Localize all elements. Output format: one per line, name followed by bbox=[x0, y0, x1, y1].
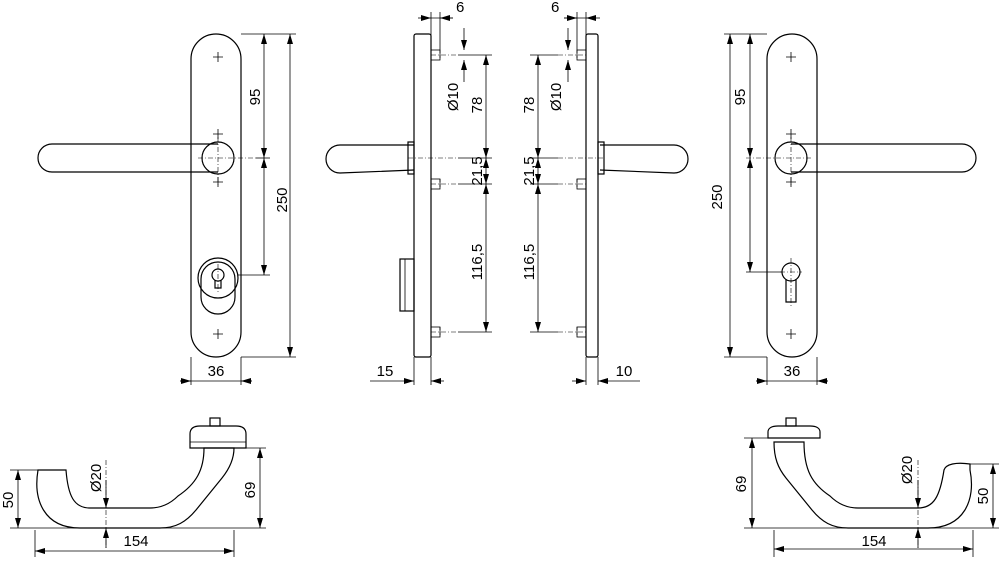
lever-handle bbox=[791, 143, 977, 173]
plus-icon bbox=[213, 52, 223, 62]
dim-116-5: 116,5 bbox=[469, 244, 486, 280]
cylinder-housing bbox=[399, 258, 415, 312]
plus-icon bbox=[213, 129, 223, 139]
dim-36: 36 bbox=[208, 363, 225, 380]
dim-78: 78 bbox=[469, 97, 486, 114]
cylinder-rose bbox=[197, 257, 239, 299]
dim-21-5: 21,5 bbox=[521, 156, 538, 185]
dim-50: 50 bbox=[975, 488, 992, 505]
dim-78: 78 bbox=[521, 97, 538, 114]
dim-dia-20: Ø20 bbox=[88, 464, 105, 492]
dim-154: 154 bbox=[861, 533, 886, 550]
dim-dia-10: Ø10 bbox=[445, 83, 462, 111]
dim-69: 69 bbox=[242, 482, 259, 499]
dim-116-5: 116,5 bbox=[521, 244, 538, 280]
back-plate bbox=[766, 33, 818, 358]
lever-handle bbox=[36, 447, 235, 529]
dim-95: 95 bbox=[247, 89, 264, 106]
dim-6: 6 bbox=[551, 0, 559, 16]
plus-icon bbox=[786, 329, 796, 339]
dim-69: 69 bbox=[733, 476, 750, 493]
lever-handle bbox=[773, 441, 972, 529]
front-view-right: 95 250 36 bbox=[709, 33, 977, 385]
dim-6: 6 bbox=[456, 0, 464, 16]
dim-95: 95 bbox=[732, 89, 749, 106]
lever-handle bbox=[599, 144, 689, 174]
plus-icon bbox=[213, 329, 223, 339]
plus-icon bbox=[786, 177, 796, 187]
dim-154: 154 bbox=[123, 533, 148, 550]
spindle-stub bbox=[209, 417, 221, 427]
side-view-right: 6 Ø10 78 21,5 116,5 10 bbox=[521, 0, 689, 385]
dim-dia-10: Ø10 bbox=[548, 83, 565, 111]
back-plate bbox=[190, 33, 242, 358]
dim-15: 15 bbox=[377, 363, 394, 380]
lever-top-view-right: Ø20 69 50 154 bbox=[733, 417, 999, 557]
lever-handle bbox=[325, 144, 415, 174]
dim-50: 50 bbox=[0, 492, 17, 509]
back-plate bbox=[413, 33, 432, 358]
dim-250: 250 bbox=[709, 184, 726, 209]
dim-dia-20: Ø20 bbox=[899, 456, 916, 484]
spindle-stub bbox=[785, 417, 797, 427]
lever-top-view-left: Ø20 50 69 154 bbox=[0, 417, 266, 557]
dim-36: 36 bbox=[784, 363, 801, 380]
lever-rose bbox=[189, 425, 247, 449]
front-view-left: 95 250 36 bbox=[37, 33, 296, 385]
cylinder-hole bbox=[200, 261, 236, 315]
dim-10: 10 bbox=[616, 363, 633, 380]
lever-rose bbox=[767, 425, 821, 439]
dim-21-5: 21,5 bbox=[469, 156, 486, 185]
dim-250: 250 bbox=[274, 187, 291, 212]
lever-handle bbox=[37, 143, 218, 173]
side-view-left: 6 Ø10 78 21,5 116,5 15 bbox=[325, 0, 492, 385]
plus-icon bbox=[213, 177, 223, 187]
plus-icon bbox=[786, 52, 796, 62]
plus-icon bbox=[786, 129, 796, 139]
back-plate bbox=[585, 33, 599, 358]
